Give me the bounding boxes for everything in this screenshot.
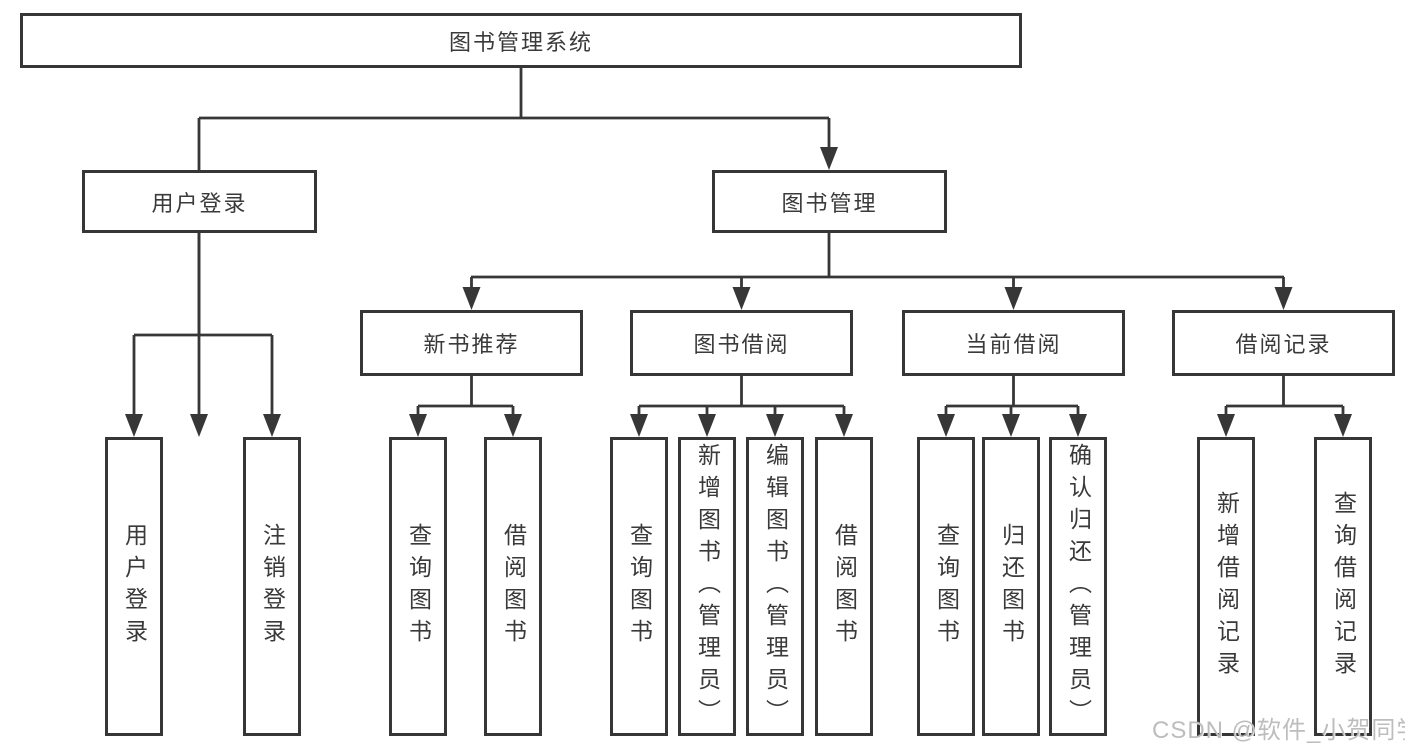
node-label: 查询借阅记录: [1330, 490, 1357, 683]
leaf-confirm-return-admin: 确认归还（管理员）: [1049, 437, 1107, 736]
connector-borrow-records-to-leaves: [1217, 376, 1352, 437]
leaf-borrow-books: 借阅图书: [815, 437, 873, 736]
connector-book-borrow-to-leaves: [630, 376, 853, 437]
connector-new-book-to-leaves: [409, 376, 522, 437]
arrow-down-icon: [698, 414, 716, 437]
arrow-down-icon: [263, 414, 281, 437]
leaf-user-login: 用户登录: [105, 437, 163, 736]
arrow-down-icon: [462, 287, 481, 310]
node-book-borrow: 图书借阅: [630, 310, 853, 376]
leaf-query-books-recommend: 查询图书: [389, 437, 447, 736]
node-label: 用户登录: [121, 522, 148, 651]
leaf-add-books-admin: 新增图书（管理员）: [678, 437, 736, 736]
leaf-add-borrow-record: 新增借阅记录: [1197, 437, 1255, 736]
arrow-down-icon: [504, 414, 522, 437]
node-library-system: 图书管理系统: [20, 13, 1022, 68]
node-label: 用户登录: [151, 190, 248, 216]
connector-current-borrow-to-leaves: [937, 376, 1087, 437]
node-label: 编辑图书（管理员）: [762, 442, 789, 731]
csdn-watermark: CSDN @软件_小贺同学: [1152, 717, 1405, 744]
node-label: 图书管理系统: [448, 29, 593, 55]
arrow-down-icon: [1002, 414, 1020, 437]
arrow-down-icon: [125, 414, 143, 437]
leaf-query-books-current: 查询图书: [917, 437, 975, 736]
node-label: 归还图书: [998, 522, 1025, 651]
node-label: 新增图书（管理员）: [694, 442, 721, 731]
arrow-down-icon: [1217, 414, 1235, 437]
leaf-edit-books-admin: 编辑图书（管理员）: [746, 437, 804, 736]
node-label: 借阅记录: [1235, 332, 1332, 357]
arrow-down-icon: [766, 414, 784, 437]
connector-user-login-to-leaves: [125, 233, 281, 437]
arrow-down-icon: [1274, 287, 1293, 310]
leaf-query-borrow-record: 查询借阅记录: [1314, 437, 1372, 736]
arrow-down-icon: [820, 147, 838, 170]
node-current-borrow: 当前借阅: [902, 310, 1125, 376]
node-label: 借阅图书: [500, 522, 527, 651]
node-label: 查询图书: [933, 522, 960, 651]
node-new-book-recommend: 新书推荐: [360, 310, 583, 376]
arrow-down-icon: [409, 414, 427, 437]
node-label: 查询图书: [405, 522, 432, 651]
node-label: 新增借阅记录: [1213, 490, 1240, 683]
leaf-logout: 注销登录: [243, 437, 301, 736]
leaf-return-books: 归还图书: [982, 437, 1040, 736]
arrow-down-icon: [1334, 414, 1352, 437]
node-book-management: 图书管理: [712, 170, 947, 233]
node-label: 新书推荐: [423, 332, 520, 357]
node-borrow-records: 借阅记录: [1172, 310, 1395, 376]
leaf-query-books-borrow: 查询图书: [610, 437, 668, 736]
node-label: 查询图书: [626, 522, 653, 651]
node-label: 借阅图书: [831, 522, 858, 651]
node-label: 图书管理: [781, 190, 878, 216]
arrow-down-icon: [835, 414, 853, 437]
arrow-down-icon: [630, 414, 648, 437]
node-label: 确认归还（管理员）: [1065, 442, 1092, 731]
arrow-down-icon: [1069, 414, 1087, 437]
arrow-down-icon: [190, 414, 208, 437]
node-label: 当前借阅: [965, 332, 1062, 357]
leaf-borrow-books-recommend: 借阅图书: [484, 437, 542, 736]
connector-book-mgmt-to-level3: [462, 233, 1293, 310]
node-user-login: 用户登录: [82, 170, 317, 233]
arrow-down-icon: [937, 414, 955, 437]
arrow-down-icon: [1004, 287, 1023, 310]
node-label: 图书借阅: [693, 332, 790, 357]
node-label: 注销登录: [259, 522, 286, 651]
arrow-down-icon: [732, 287, 751, 310]
